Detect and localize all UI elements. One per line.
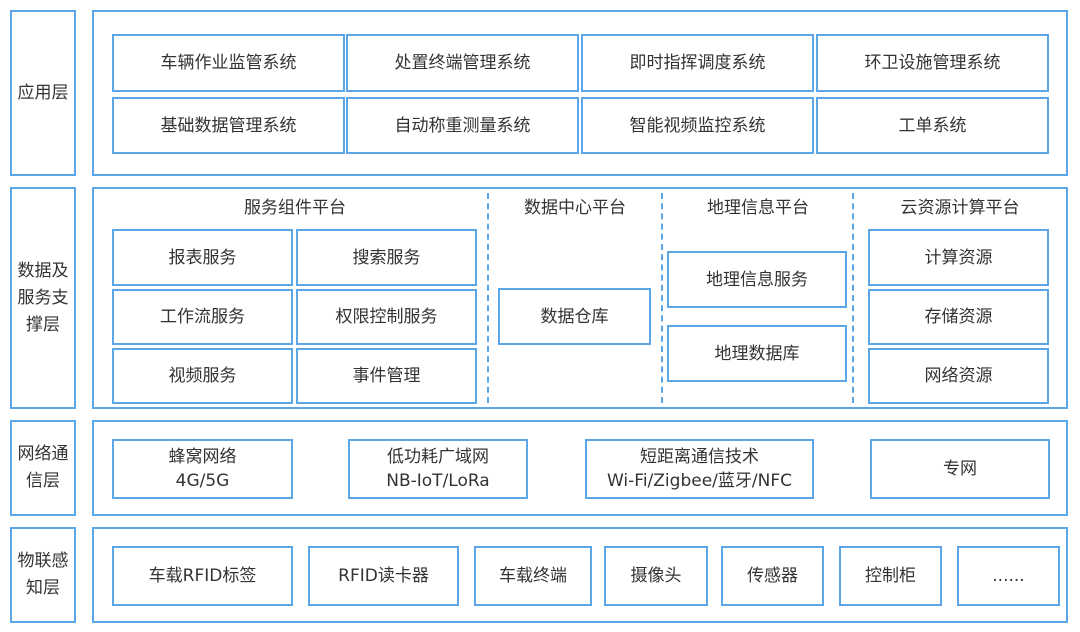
iot-camera: 摄像头 — [604, 546, 708, 606]
separator-3 — [852, 193, 854, 403]
iot-control-cabinet: 控制柜 — [839, 546, 942, 606]
network-lpwan-name: 低功耗广域网 — [387, 447, 489, 467]
iot-rfid-tag: 车载RFID标签 — [112, 546, 293, 606]
network-cellular-name: 蜂窝网络 — [168, 447, 237, 467]
layer-label-iot-text: 物联感知层 — [17, 551, 69, 598]
network-short-range-detail: Wi-Fi/Zigbee/蓝牙/NFC — [607, 471, 792, 491]
separator-2 — [661, 193, 663, 403]
layer-label-application: 应用层 — [10, 10, 76, 176]
service-workflow: 工作流服务 — [112, 289, 293, 345]
network-short-range-name: 短距离通信技术 — [640, 447, 759, 467]
system-terminal-management: 处置终端管理系统 — [346, 34, 579, 92]
separator-1 — [487, 193, 489, 403]
system-basic-data: 基础数据管理系统 — [112, 97, 345, 154]
data-center-title: 数据中心平台 — [524, 198, 626, 218]
service-search: 搜索服务 — [296, 229, 477, 286]
data-warehouse: 数据仓库 — [498, 288, 651, 345]
service-platform-title: 服务组件平台 — [244, 198, 346, 218]
system-facility-management: 环卫设施管理系统 — [816, 34, 1049, 92]
gis-database: 地理数据库 — [667, 325, 847, 382]
service-permission: 权限控制服务 — [296, 289, 477, 345]
gis-platform-title: 地理信息平台 — [707, 198, 809, 218]
system-video-monitoring: 智能视频监控系统 — [581, 97, 814, 154]
iot-more: ...... — [957, 546, 1060, 606]
cloud-storage: 存储资源 — [868, 289, 1049, 345]
service-video: 视频服务 — [112, 348, 293, 404]
iot-vehicle-terminal: 车载终端 — [474, 546, 592, 606]
layer-label-support-text: 数据及服务支撑层 — [17, 260, 69, 335]
network-private: 专网 — [870, 439, 1050, 499]
network-private-name: 专网 — [943, 459, 977, 479]
layer-label-network: 网络通信层 — [10, 420, 76, 516]
layer-label-network-text: 网络通信层 — [17, 444, 69, 491]
cloud-platform-title: 云资源计算平台 — [900, 198, 1020, 218]
cloud-compute: 计算资源 — [868, 229, 1049, 286]
network-cellular: 蜂窝网络 4G/5G — [112, 439, 293, 499]
system-dispatch: 即时指挥调度系统 — [581, 34, 814, 92]
network-lpwan: 低功耗广域网 NB-IoT/LoRa — [348, 439, 528, 499]
iot-rfid-reader: RFID读卡器 — [308, 546, 459, 606]
network-cellular-detail: 4G/5G — [175, 471, 230, 491]
service-report: 报表服务 — [112, 229, 293, 286]
cloud-network: 网络资源 — [868, 348, 1049, 404]
layer-label-iot: 物联感知层 — [10, 527, 76, 623]
system-vehicle-supervision: 车辆作业监管系统 — [112, 34, 345, 92]
network-short-range: 短距离通信技术 Wi-Fi/Zigbee/蓝牙/NFC — [585, 439, 814, 499]
system-weighing: 自动称重测量系统 — [346, 97, 579, 154]
gis-service: 地理信息服务 — [667, 251, 847, 308]
service-event: 事件管理 — [296, 348, 477, 404]
network-lpwan-detail: NB-IoT/LoRa — [386, 471, 490, 491]
layer-label-support: 数据及服务支撑层 — [10, 187, 76, 409]
layer-label-application-text: 应用层 — [17, 82, 69, 103]
iot-sensor: 传感器 — [721, 546, 824, 606]
system-work-order: 工单系统 — [816, 97, 1049, 154]
